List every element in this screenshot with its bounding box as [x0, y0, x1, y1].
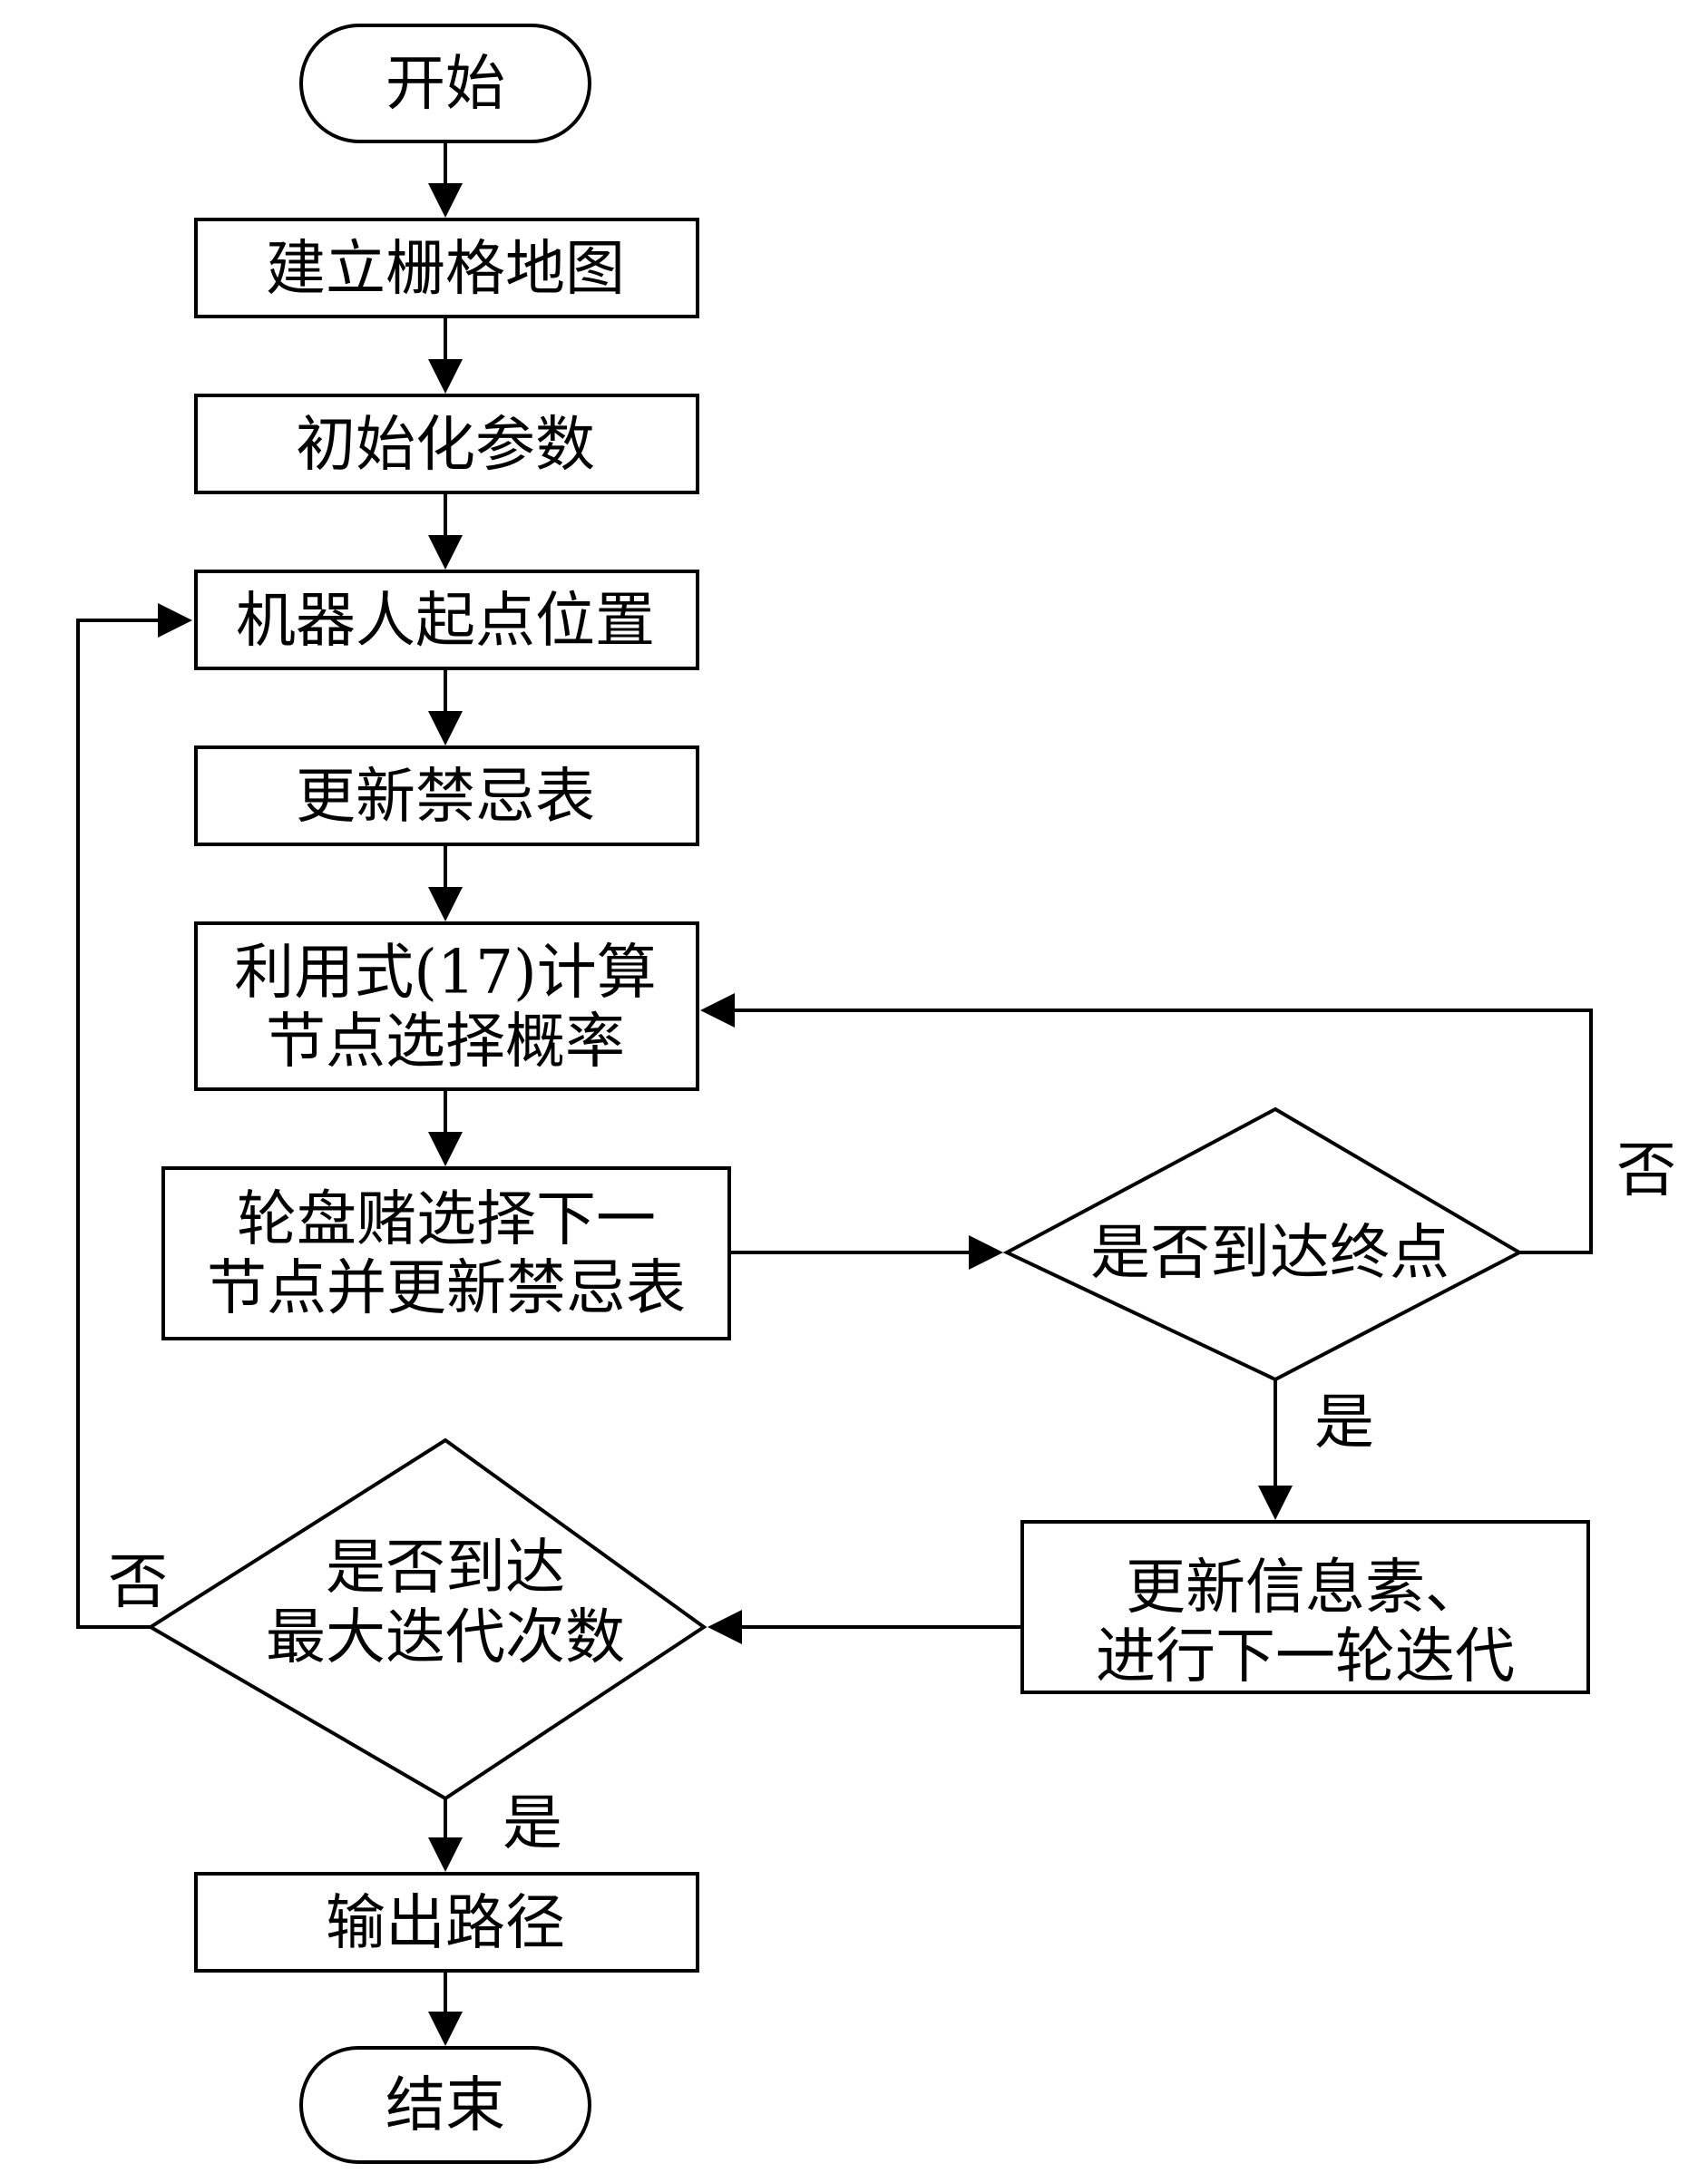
edge-reach-end-no-loop	[733, 1009, 1593, 1254]
reach-end-decision: 是否到达终点	[1002, 1106, 1524, 1382]
end-node: 结束	[299, 2046, 591, 2164]
calc-prob-label-line2: 节点选择概率	[266, 1007, 625, 1077]
arrowhead	[708, 1610, 742, 1644]
start-label: 开始	[386, 49, 505, 119]
calc-prob-step: 利用式(17)计算 节点选择概率	[194, 921, 699, 1091]
robot-start-step: 机器人起点位置	[194, 570, 699, 670]
reach-end-no-label: 否	[1616, 1135, 1676, 1205]
build-map-step: 建立栅格地图	[194, 218, 699, 318]
arrowhead	[158, 603, 192, 638]
update-tabu-step: 更新禁忌表	[194, 745, 699, 846]
output-path-label: 输出路径	[326, 1888, 565, 1958]
update-pheromone-step: 更新信息素、 进行下一轮迭代	[1020, 1520, 1590, 1694]
connectors	[76, 141, 1593, 2013]
max-iter-label-line2: 最大迭代次数	[266, 1603, 625, 1672]
arrowhead	[1258, 1486, 1293, 1520]
arrowhead	[428, 711, 463, 745]
arrowhead	[428, 183, 463, 218]
arrowhead	[428, 2012, 463, 2046]
max-iter-decision: 是否到达 最大迭代次数	[147, 1437, 708, 1801]
arrowhead	[700, 993, 735, 1028]
update-pheromone-label-line2: 进行下一轮迭代	[1096, 1622, 1515, 1691]
arrowhead	[428, 887, 463, 921]
init-params-label: 初始化参数	[296, 410, 595, 480]
roulette-step: 轮盘赌选择下一 节点并更新禁忌表	[161, 1166, 731, 1340]
update-tabu-label: 更新禁忌表	[296, 762, 595, 832]
init-params-step: 初始化参数	[194, 394, 699, 494]
max-iter-label-line1: 是否到达	[326, 1533, 565, 1603]
build-map-label: 建立栅格地图	[266, 234, 625, 304]
edge-max-iter-no-loop	[76, 619, 160, 1629]
arrowhead	[428, 359, 463, 394]
reach-end-yes-label: 是	[1314, 1388, 1374, 1457]
max-iter-yes-label: 是	[503, 1788, 562, 1858]
arrowhead	[428, 1837, 463, 1872]
max-iter-no-label: 否	[108, 1547, 168, 1617]
roulette-label-line1: 轮盘赌选择下一	[237, 1184, 656, 1254]
calc-prob-label-line1: 利用式(17)计算	[234, 938, 656, 1008]
arrowheads	[158, 183, 1293, 2046]
robot-start-label: 机器人起点位置	[236, 586, 655, 656]
roulette-label-line2: 节点并更新禁忌表	[207, 1253, 686, 1323]
branch-labels: 否 是 否 是	[108, 1135, 1676, 1858]
arrowhead	[428, 535, 463, 570]
reach-end-label: 是否到达终点	[1090, 1218, 1449, 1288]
start-node: 开始	[299, 24, 591, 143]
output-path-step: 输出路径	[194, 1872, 699, 1973]
update-pheromone-label-line1: 更新信息素、	[1126, 1553, 1485, 1622]
arrowhead	[969, 1235, 1003, 1270]
end-label: 结束	[386, 2071, 505, 2140]
arrowhead	[428, 1132, 463, 1166]
